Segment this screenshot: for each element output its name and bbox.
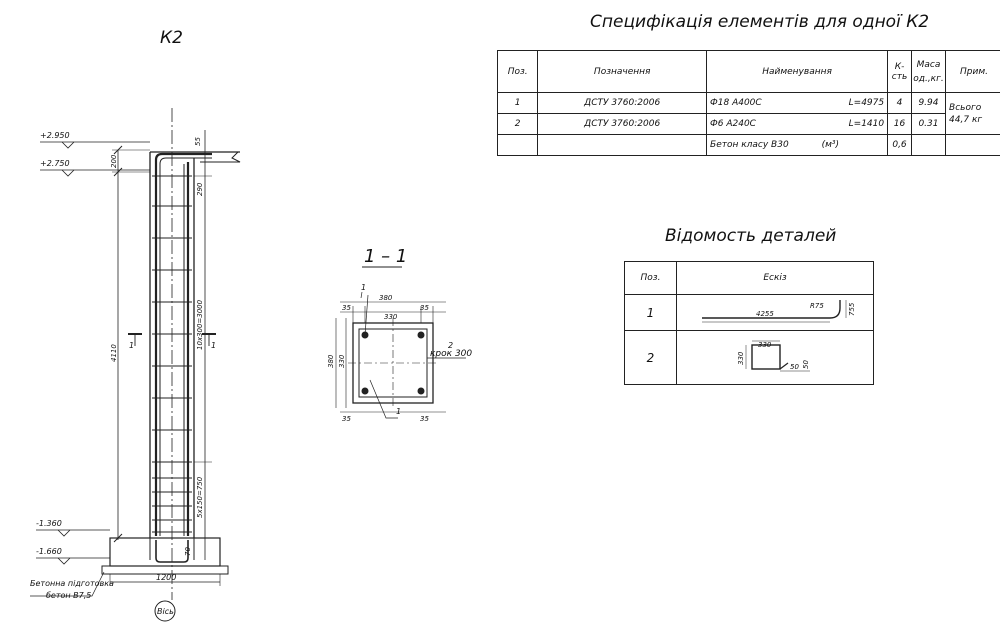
level-2950: +2.950 — [40, 131, 70, 140]
section-dim-380-left: 380 — [327, 354, 335, 368]
spec-header-name: Найменування — [706, 50, 889, 93]
spec-row-2-name-cell: Ф6 А240С L=1410 — [706, 113, 889, 135]
detail-1-sketch: 4255 R75 755 — [702, 299, 856, 322]
level-minus-1360: -1.360 — [36, 519, 62, 528]
spec-row-1-qty: 4 — [887, 92, 912, 114]
spec-row-2-length: L=1410 — [848, 119, 885, 129]
section-title: 1 – 1 — [364, 246, 407, 267]
section-callout-2: 2 — [448, 341, 453, 350]
spec-table: Поз. Позначення Найменування К-сть Маса … — [496, 50, 1000, 156]
spec-header-mass-line2: од.,кг. — [913, 73, 944, 84]
spec-row-3-name-cell: Бетон класу В30 (м³) — [706, 134, 889, 156]
spec-header-row: Поз. Позначення Найменування К-сть Маса … — [496, 50, 1000, 93]
section-dim-35-bl: 35 — [342, 415, 351, 423]
spec-header-note: Прим. — [945, 50, 1000, 93]
level-2750: +2.750 — [40, 159, 70, 168]
spec-header-qty: К-сть — [887, 50, 912, 93]
dim-200: 200 — [110, 154, 118, 168]
spec-row-3-mass — [910, 134, 947, 156]
dim-55: 55 — [194, 137, 202, 146]
section-dim-330-left: 330 — [338, 354, 346, 368]
prep-note-line2: бетон В7,5 — [46, 591, 91, 600]
spec-note-line1: Всього — [949, 102, 982, 113]
spec-header-mass-line1: Маса — [916, 59, 941, 70]
spec-header-mass: Маса од.,кг. — [910, 50, 947, 93]
spec-row-3-unit: (м³) — [821, 140, 839, 150]
details-row-2-sketch: 330 330 50 50 — [676, 330, 874, 385]
dim-1200: 1200 — [156, 573, 176, 582]
detail-2-dim-50-b: 50 — [802, 359, 810, 368]
section-callout-1-bottom: 1 — [396, 407, 401, 416]
column-elevation-drawing: +2.950 +2.750 -1.360 -1.660 55 200 290 4… — [30, 108, 241, 622]
details-header-sketch: Ескіз — [676, 261, 874, 295]
dim-750: 5х150=750 — [196, 476, 204, 518]
details-row-2: 2 330 330 50 50 — [624, 330, 874, 385]
dim-3000: 10х300=3000 — [196, 299, 204, 350]
details-header-row: Поз. Ескіз — [624, 261, 874, 295]
detail-2-dim-330-top: 330 — [758, 341, 772, 349]
spec-row-1-name-cell: Ф18 А400С L=4975 — [706, 92, 889, 114]
section-mark-left: 1 — [129, 341, 134, 350]
section-dim-35-tr: 35 — [420, 304, 429, 312]
spec-row-2-mass: 0.31 — [910, 113, 947, 135]
spec-note-cell: Всього 44,7 кг — [945, 92, 1000, 135]
detail-1-dim-755: 755 — [848, 302, 856, 316]
detail-1-dim-4255: 4255 — [756, 310, 774, 318]
section-dim-35-tl: 35 — [342, 304, 351, 312]
details-row-1: 1 4255 R75 755 — [624, 294, 874, 331]
spec-row-3-qty: 0,6 — [887, 134, 912, 156]
level-minus-1660: -1.660 — [36, 547, 62, 556]
spec-row-1-designation: ДСТУ 3760:2006 — [537, 92, 708, 114]
axis-label: Вісь — [157, 607, 174, 616]
spec-row-1-name: Ф18 А400С — [710, 98, 762, 108]
spec-note-line2: 44,7 кг — [949, 114, 983, 125]
spec-title: Специфікація елементів для одної К2 — [590, 12, 930, 32]
section-dim-380-top: 380 — [379, 294, 393, 302]
spec-row-2-name: Ф6 А240С — [710, 119, 756, 129]
dim-70: 70 — [184, 547, 192, 556]
detail-1-dim-r75: R75 — [810, 302, 824, 310]
spec-row-3: Бетон класу В30 (м³) 0,6 — [496, 134, 1000, 156]
dim-290: 290 — [196, 182, 204, 196]
details-row-1-pos: 1 — [624, 294, 677, 331]
prep-note-line1: Бетонна підготовка — [30, 579, 114, 588]
section-callout-2-note: крок 300 — [430, 349, 472, 359]
section-mark-right: 1 — [211, 341, 216, 350]
section-1-1-drawing: 1 – 1 380 35 35 330 35 35 380 330 1 2 кр… — [327, 246, 472, 423]
spec-row-2-designation: ДСТУ 3760:2006 — [537, 113, 708, 135]
dim-4110: 4110 — [110, 344, 118, 362]
section-callout-1-top: 1 — [361, 283, 366, 292]
details-table: Поз. Ескіз 1 4255 R75 755 2 — [624, 261, 874, 385]
details-row-1-sketch: 4255 R75 755 — [676, 294, 874, 331]
spec-row-3-pos — [496, 134, 539, 156]
column-title: К2 — [160, 28, 183, 48]
detail-2-dim-330-left: 330 — [737, 351, 745, 365]
spec-header-designation: Позначення — [537, 50, 708, 93]
details-header-pos: Поз. — [624, 261, 677, 295]
spec-row-1-pos: 1 — [496, 92, 539, 114]
spec-row-3-name: Бетон класу В30 — [710, 140, 789, 150]
spec-row-2-pos: 2 — [496, 113, 539, 135]
spec-row-1-mass: 9.94 — [910, 92, 947, 114]
spec-row-3-note — [945, 134, 1000, 156]
detail-2-sketch: 330 330 50 50 — [737, 340, 810, 371]
spec-row-2-qty: 16 — [887, 113, 912, 135]
section-dim-35-br: 35 — [420, 415, 429, 423]
spec-row-1-length: L=4975 — [848, 98, 885, 108]
spec-row-2: 2 ДСТУ 3760:2006 Ф6 А240С L=1410 16 0.31 — [496, 113, 1000, 135]
section-dim-330: 330 — [384, 313, 398, 321]
details-row-2-pos: 2 — [624, 330, 677, 385]
details-title: Відомость деталей — [665, 226, 837, 246]
spec-header-pos: Поз. — [496, 50, 539, 93]
spec-row-3-designation — [537, 134, 708, 156]
detail-2-dim-50-a: 50 — [790, 363, 799, 371]
spec-row-1: 1 ДСТУ 3760:2006 Ф18 А400С L=4975 4 9.94… — [496, 92, 1000, 135]
